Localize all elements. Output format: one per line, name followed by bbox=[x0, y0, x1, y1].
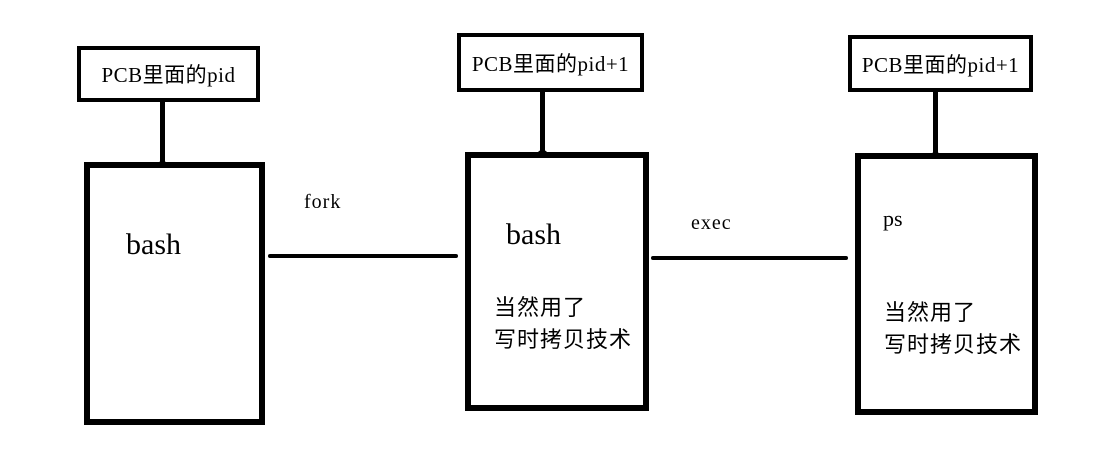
note-line-2: 写时拷贝技术 bbox=[494, 326, 633, 352]
note-line-2: 写时拷贝技术 bbox=[884, 331, 1023, 357]
note-line-1: 当然用了 bbox=[884, 300, 977, 325]
process-box-bash-child bbox=[465, 152, 649, 411]
pcb-label-text-left: PCB里面的pid bbox=[101, 63, 236, 87]
process-title-ps: ps bbox=[883, 206, 903, 231]
connector-vertical-left bbox=[160, 100, 165, 164]
pcb-label-text-right: PCB里面的pid+1 bbox=[861, 52, 1020, 77]
connector-horizontal-fork bbox=[268, 254, 458, 258]
pcb-label-text-middle: PCB里面的pid+1 bbox=[471, 51, 630, 76]
pcb-label-box-left: PCB里面的pid bbox=[77, 46, 260, 102]
connector-vertical-middle bbox=[540, 90, 545, 156]
pcb-label-box-right: PCB里面的pid+1 bbox=[848, 35, 1033, 92]
connector-horizontal-exec bbox=[651, 256, 848, 260]
note-line-1: 当然用了 bbox=[494, 295, 587, 320]
edge-label-fork: fork bbox=[304, 191, 342, 213]
process-title-bash-parent: bash bbox=[126, 228, 181, 261]
process-note-ps: 当然用了 写时拷贝技术 bbox=[884, 297, 1022, 361]
process-box-bash-parent bbox=[84, 162, 265, 425]
edge-label-exec: exec bbox=[691, 212, 732, 234]
pcb-label-box-middle: PCB里面的pid+1 bbox=[457, 33, 644, 92]
process-box-ps bbox=[855, 153, 1038, 415]
connector-vertical-right bbox=[933, 90, 938, 156]
process-title-bash-child: bash bbox=[506, 218, 561, 251]
process-note-bash-child: 当然用了 写时拷贝技术 bbox=[494, 292, 632, 356]
